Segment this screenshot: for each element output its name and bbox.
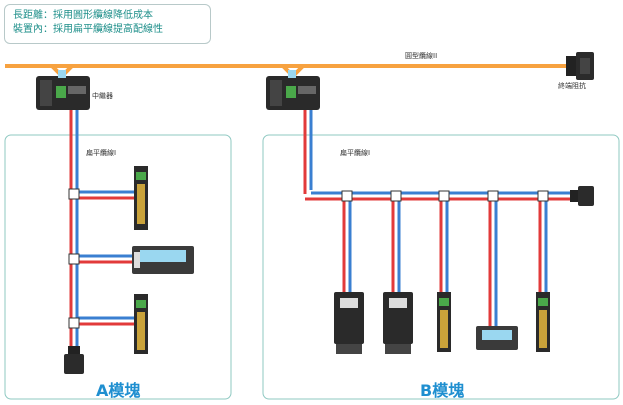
repeater-a-icon	[36, 70, 90, 110]
tap-b5	[537, 190, 549, 202]
tap-b1	[341, 190, 353, 202]
flat-cable-b-label: 扁平纜線I	[340, 149, 371, 157]
terminator-b-icon	[570, 186, 594, 206]
repeater-label: 中繼器	[92, 92, 113, 100]
io-module-a1-icon	[134, 166, 148, 230]
tap-a2	[68, 253, 80, 265]
tap-b2	[390, 190, 402, 202]
io-module-b5-icon	[536, 292, 550, 352]
note-long-distance: 長距離：採用圓形纜線降低成本	[13, 10, 153, 21]
tap-a1	[68, 188, 80, 200]
notes-box: 長距離：採用圓形纜線降低成本 裝置內：採用扁平纜線提高配線性	[4, 4, 211, 44]
tap-a3	[68, 317, 80, 329]
round-cable-label: 圓型纜線II	[405, 52, 438, 60]
tap-b4	[487, 190, 499, 202]
module-b-title: B模塊	[420, 381, 465, 400]
io-module-a3-icon	[134, 294, 148, 354]
terminator-trunk-icon	[566, 52, 594, 80]
io-module-b3-icon	[437, 292, 451, 352]
repeater-b-icon	[266, 70, 320, 110]
tap-b3	[438, 190, 450, 202]
io-unit-a2-icon	[132, 246, 194, 274]
note-in-device: 裝置內：採用扁平纜線提高配線性	[13, 24, 163, 35]
flat-cable-a-label: 扁平纜線I	[86, 149, 117, 157]
module-a-title: A模塊	[96, 381, 141, 400]
device-b1-icon	[334, 292, 364, 354]
module-a-panel	[4, 134, 232, 400]
terminator-label: 終端阻抗	[558, 82, 586, 90]
io-unit-b4-icon	[476, 326, 518, 350]
terminator-a-icon	[64, 346, 84, 374]
device-b2-icon	[383, 292, 413, 354]
